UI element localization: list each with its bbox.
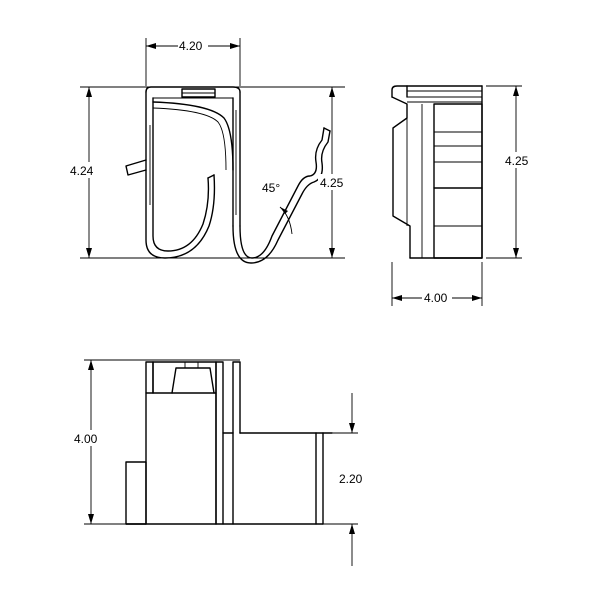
dim-front-arrow-top	[88, 360, 94, 370]
dim-step-label: 2.20	[339, 472, 363, 486]
dim-width-arrow-right	[472, 295, 482, 301]
side-left-profile	[391, 96, 411, 259]
dim-width-arrow-left	[392, 295, 402, 301]
dim-side-height: 4.25	[486, 85, 535, 259]
dim-top-arrow-right	[230, 43, 240, 49]
dim-side-arrow-bottom	[513, 248, 519, 258]
side-top-tab	[391, 85, 408, 98]
clip-outer-contour	[145, 91, 216, 259]
dim-top-label-bg	[178, 38, 208, 52]
front-upper-block	[152, 361, 217, 394]
clip-internal-leaf	[152, 101, 234, 171]
dim-left-arrow-bottom	[86, 248, 92, 258]
dim-top-width: 4.20	[145, 38, 241, 86]
front-left-prong	[145, 361, 154, 394]
angle-arrow	[280, 207, 288, 214]
clip-hook-tip	[207, 174, 215, 179]
front-main-block	[145, 392, 217, 525]
dim-width-label: 4.00	[424, 291, 448, 305]
dim-left-height: 4.24	[68, 87, 98, 258]
dim-left-arrow-top	[86, 87, 92, 97]
angle-label: 45°	[262, 181, 280, 195]
front-step	[232, 432, 241, 525]
front-rear-upright	[232, 361, 241, 434]
dim-step-height: 2.20	[339, 393, 363, 566]
side-body	[433, 103, 483, 259]
spring-arm-tip	[323, 127, 331, 132]
dim-side-label-bg	[503, 152, 535, 168]
clip-internal-leaf-inner	[152, 107, 227, 171]
dim-spring-height: 4.25	[318, 87, 348, 258]
spring-arm-outer	[239, 127, 325, 259]
front-notch	[171, 367, 215, 394]
dim-front-height: 4.00	[72, 360, 102, 524]
dim-top-label: 4.20	[179, 39, 203, 53]
dim-side-label: 4.25	[505, 154, 529, 168]
clip-profile-view: 45°	[125, 86, 331, 264]
dim-front-label: 4.00	[74, 432, 98, 446]
dim-top-arrow-left	[146, 43, 156, 49]
clip-side-tab	[125, 159, 147, 176]
clip-side-view	[391, 85, 483, 259]
front-right-prong	[215, 361, 224, 525]
dim-left-label: 4.24	[70, 164, 94, 178]
dim-spring-label-bg	[318, 174, 348, 190]
dim-spring-arrow-bottom	[329, 248, 335, 258]
dim-side-width: 4.00	[391, 262, 483, 306]
clip-inner-contour	[152, 97, 210, 252]
dim-front-arrow-bottom	[88, 514, 94, 524]
dim-side-arrow-top	[513, 86, 519, 96]
dim-step-arrow-top	[349, 423, 355, 433]
clip-front-view	[84, 359, 358, 525]
spring-arm-inner	[232, 130, 331, 264]
dim-front-label-bg	[72, 430, 102, 446]
dim-width-label-bg	[422, 290, 452, 305]
dim-step-arrow-bottom	[349, 524, 355, 534]
front-left-tab	[125, 461, 147, 525]
dim-spring-label: 4.25	[320, 176, 344, 190]
dim-spring-arrow-top	[329, 87, 335, 97]
dim-left-label-bg	[68, 162, 98, 178]
